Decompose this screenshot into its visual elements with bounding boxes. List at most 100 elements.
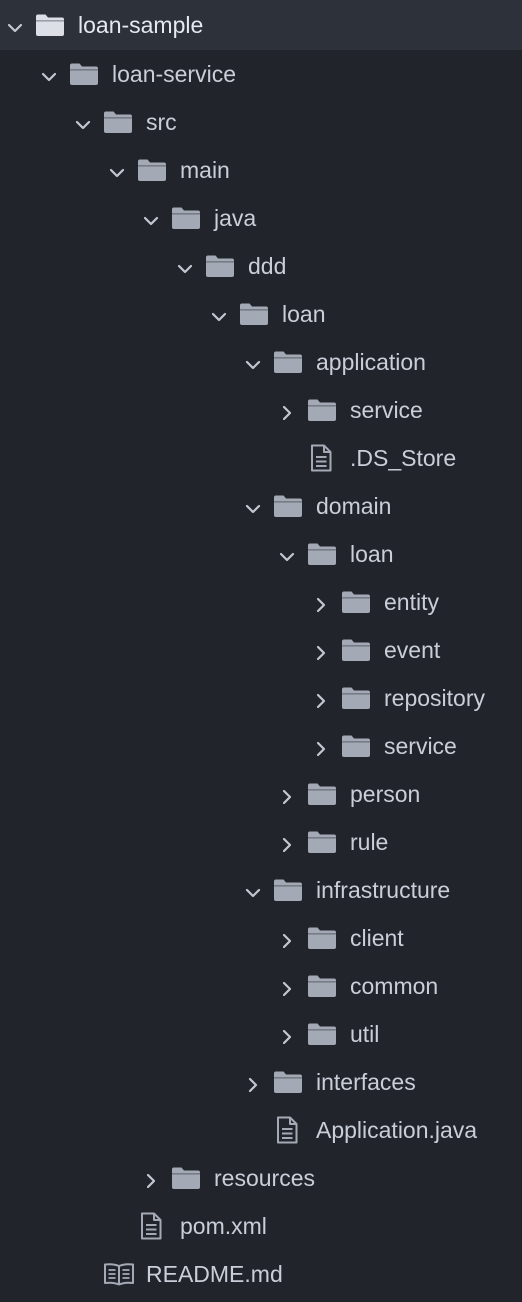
tree-item-label: event bbox=[384, 637, 441, 663]
tree-folder-resources[interactable]: resources bbox=[0, 1154, 522, 1202]
tree-item-label: main bbox=[180, 157, 230, 183]
chevron-down-icon[interactable] bbox=[74, 113, 92, 131]
tree-item-label: README.md bbox=[146, 1261, 283, 1287]
folder-icon bbox=[307, 1022, 337, 1052]
tree-item-label: client bbox=[350, 925, 404, 951]
chevron-down-icon[interactable] bbox=[40, 65, 58, 83]
folder-icon bbox=[171, 1166, 201, 1196]
tree-item-label: service bbox=[384, 733, 457, 759]
folder-icon bbox=[273, 1070, 303, 1100]
chevron-right-icon[interactable] bbox=[278, 401, 296, 421]
folder-icon bbox=[137, 158, 167, 188]
folder-icon bbox=[273, 494, 303, 524]
chevron-down-icon[interactable] bbox=[176, 257, 194, 275]
folder-icon bbox=[341, 638, 371, 668]
chevron-down-icon[interactable] bbox=[210, 305, 228, 323]
folder-icon bbox=[273, 350, 303, 380]
tree-folder-entity[interactable]: entity bbox=[0, 578, 522, 626]
chevron-down-icon[interactable] bbox=[244, 353, 262, 371]
chevron-right-icon[interactable] bbox=[278, 929, 296, 949]
chevron-right-icon[interactable] bbox=[244, 1073, 262, 1093]
tree-file-pom-xml[interactable]: pom.xml bbox=[0, 1202, 522, 1250]
tree-folder-common[interactable]: common bbox=[0, 962, 522, 1010]
tree-folder-repository[interactable]: repository bbox=[0, 674, 522, 722]
folder-icon bbox=[307, 782, 337, 812]
file-text-icon bbox=[276, 1116, 298, 1150]
chevron-right-icon[interactable] bbox=[278, 833, 296, 853]
tree-folder-main[interactable]: main bbox=[0, 146, 522, 194]
tree-item-label: src bbox=[146, 109, 177, 135]
tree-item-label: loan bbox=[282, 301, 326, 327]
tree-item-label: loan-service bbox=[112, 61, 236, 87]
chevron-down-icon[interactable] bbox=[244, 881, 262, 899]
book-icon bbox=[103, 1262, 135, 1292]
chevron-right-icon[interactable] bbox=[312, 641, 330, 661]
tree-item-label: common bbox=[350, 973, 439, 999]
chevron-right-icon[interactable] bbox=[278, 785, 296, 805]
tree-folder-service[interactable]: service bbox=[0, 386, 522, 434]
folder-icon bbox=[35, 13, 65, 43]
tree-item-label: util bbox=[350, 1021, 380, 1047]
chevron-right-icon[interactable] bbox=[142, 1169, 160, 1189]
folder-icon bbox=[103, 110, 133, 140]
folder-icon bbox=[239, 302, 269, 332]
folder-icon bbox=[307, 974, 337, 1004]
tree-item-label: entity bbox=[384, 589, 439, 615]
tree-folder-infrastructure[interactable]: infrastructure bbox=[0, 866, 522, 914]
tree-folder-application[interactable]: application bbox=[0, 338, 522, 386]
tree-item-label: interfaces bbox=[316, 1069, 416, 1095]
tree-item-label: resources bbox=[214, 1165, 315, 1191]
folder-icon bbox=[69, 62, 99, 92]
tree-folder-client[interactable]: client bbox=[0, 914, 522, 962]
tree-folder-domain[interactable]: domain bbox=[0, 482, 522, 530]
tree-item-label: application bbox=[316, 349, 426, 375]
tree-folder-loan[interactable]: loan bbox=[0, 530, 522, 578]
chevron-right-icon[interactable] bbox=[312, 737, 330, 757]
tree-folder-rule[interactable]: rule bbox=[0, 818, 522, 866]
folder-icon bbox=[273, 878, 303, 908]
tree-folder-service[interactable]: service bbox=[0, 722, 522, 770]
tree-folder-person[interactable]: person bbox=[0, 770, 522, 818]
tree-folder-loan[interactable]: loan bbox=[0, 290, 522, 338]
tree-item-label: .DS_Store bbox=[350, 445, 457, 471]
folder-icon bbox=[307, 398, 337, 428]
tree-item-label: pom.xml bbox=[180, 1213, 267, 1239]
tree-item-label: java bbox=[214, 205, 257, 231]
tree-item-label: person bbox=[350, 781, 421, 807]
chevron-right-icon[interactable] bbox=[278, 977, 296, 997]
chevron-down-icon[interactable] bbox=[142, 209, 160, 227]
folder-icon bbox=[341, 734, 371, 764]
tree-item-label: Application.java bbox=[316, 1117, 478, 1143]
chevron-down-icon[interactable] bbox=[278, 545, 296, 563]
tree-file-ds-store[interactable]: .DS_Store bbox=[0, 434, 522, 482]
tree-folder-interfaces[interactable]: interfaces bbox=[0, 1058, 522, 1106]
folder-icon bbox=[341, 590, 371, 620]
tree-item-label: loan bbox=[350, 541, 394, 567]
tree-folder-loan-service[interactable]: loan-service bbox=[0, 50, 522, 98]
chevron-down-icon[interactable] bbox=[6, 16, 24, 34]
tree-file-readme-md[interactable]: README.md bbox=[0, 1250, 522, 1298]
folder-icon bbox=[171, 206, 201, 236]
chevron-down-icon[interactable] bbox=[108, 161, 126, 179]
tree-item-label: infrastructure bbox=[316, 877, 451, 903]
tree-item-label: repository bbox=[384, 685, 485, 711]
folder-icon bbox=[205, 254, 235, 284]
tree-folder-src[interactable]: src bbox=[0, 98, 522, 146]
folder-icon bbox=[341, 686, 371, 716]
tree-folder-ddd[interactable]: ddd bbox=[0, 242, 522, 290]
folder-icon bbox=[307, 926, 337, 956]
tree-item-label: domain bbox=[316, 493, 392, 519]
file-text-icon bbox=[310, 444, 332, 478]
folder-icon bbox=[307, 830, 337, 860]
tree-folder-java[interactable]: java bbox=[0, 194, 522, 242]
tree-file-application-java[interactable]: Application.java bbox=[0, 1106, 522, 1154]
tree-item-label: rule bbox=[350, 829, 389, 855]
chevron-right-icon[interactable] bbox=[312, 689, 330, 709]
chevron-down-icon[interactable] bbox=[244, 497, 262, 515]
chevron-right-icon[interactable] bbox=[278, 1025, 296, 1045]
tree-folder-event[interactable]: event bbox=[0, 626, 522, 674]
tree-folder-util[interactable]: util bbox=[0, 1010, 522, 1058]
chevron-right-icon[interactable] bbox=[312, 593, 330, 613]
tree-folder-loan-sample[interactable]: loan-sample bbox=[0, 0, 522, 50]
